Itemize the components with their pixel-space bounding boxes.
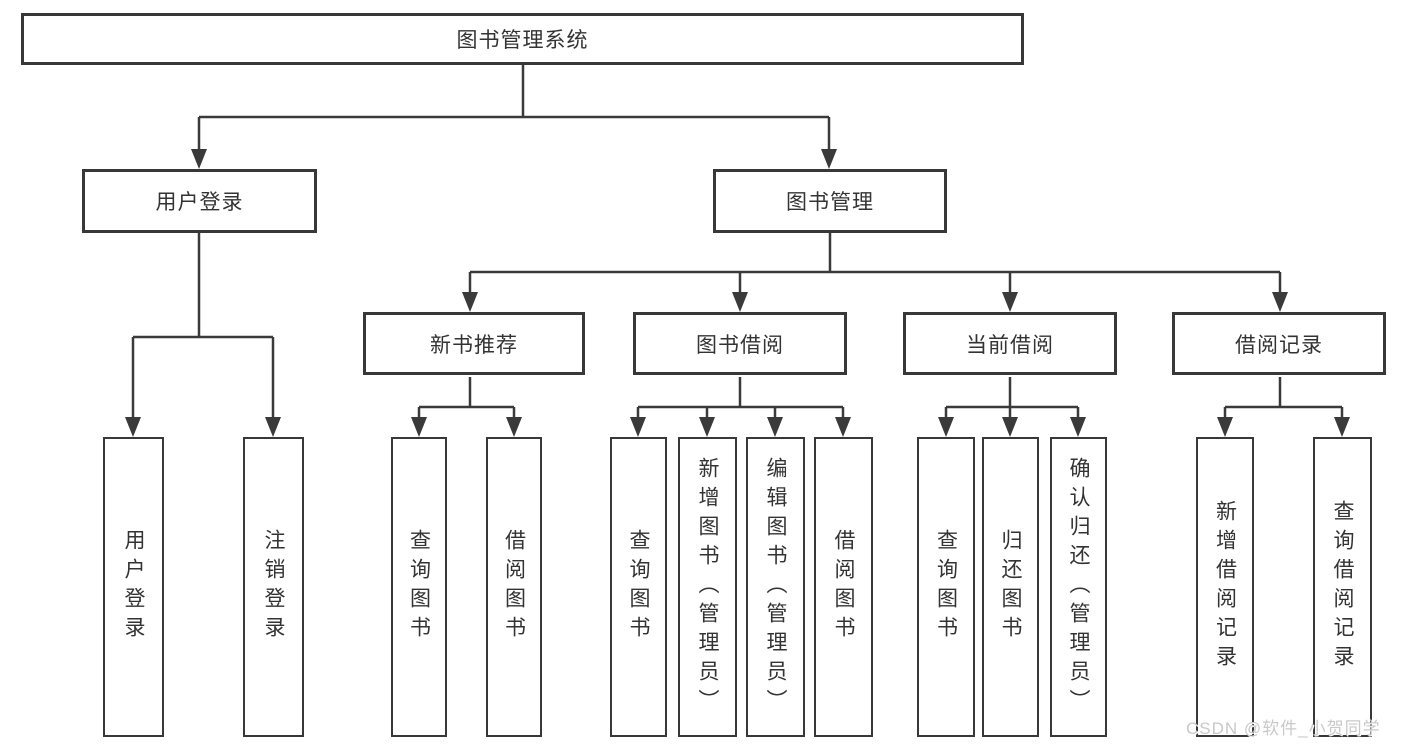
node-borrowing-records: 借阅记录: [1172, 312, 1386, 375]
csdn-watermark: CSDN @软件_小贺同学: [1186, 719, 1381, 738]
arrowheads: [125, 149, 1350, 437]
node-new-book-recommend: 新书推荐: [363, 312, 585, 375]
leaf-nbr-borrow-books: 借阅图书: [486, 437, 542, 737]
leaf-br-add-record: 新增借阅记录: [1196, 437, 1254, 737]
node-book-borrowing: 图书借阅: [633, 312, 847, 375]
node-user-login-module: 用户登录: [82, 169, 317, 233]
leaf-br-query-record: 查询借阅记录: [1313, 437, 1372, 737]
leaf-bb-borrow-books: 借阅图书: [814, 437, 873, 737]
leaf-bb-edit-books-admin: 编辑图书（管理员）: [746, 437, 805, 737]
node-current-borrowing: 当前借阅: [903, 312, 1117, 375]
leaf-cb-query-books: 查询图书: [917, 437, 975, 737]
leaf-user-login: 用户登录: [103, 437, 164, 737]
node-root-system: 图书管理系统: [21, 13, 1024, 65]
leaf-bb-add-books-admin: 新增图书（管理员）: [678, 437, 737, 737]
leaf-bb-query-books: 查询图书: [610, 437, 667, 737]
leaf-nbr-query-books: 查询图书: [391, 437, 447, 737]
node-book-management-module: 图书管理: [713, 169, 947, 233]
leaf-logout: 注销登录: [243, 437, 304, 737]
leaf-cb-return-books: 归还图书: [982, 437, 1039, 737]
leaf-cb-confirm-return-admin: 确认归还（管理员）: [1050, 437, 1107, 737]
